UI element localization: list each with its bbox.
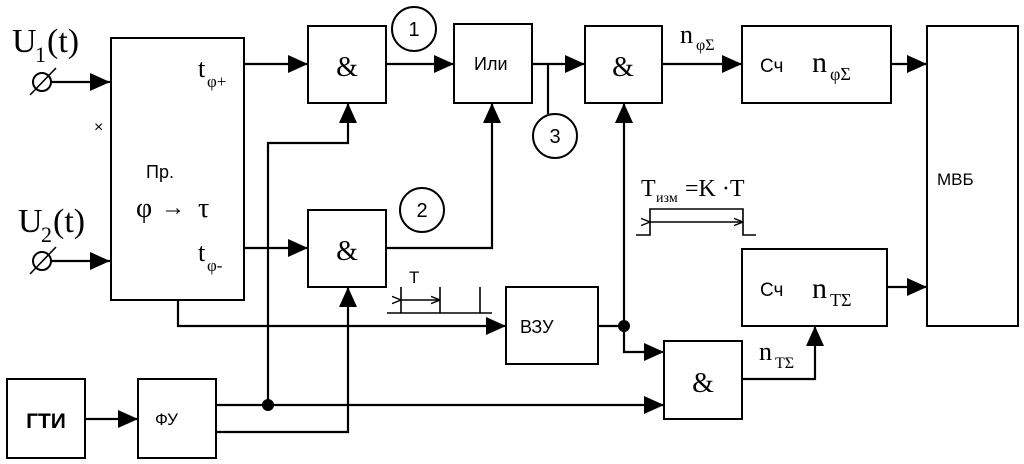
counter-t-sub: TΣ	[830, 290, 851, 310]
input-u1-arg: (t)	[47, 23, 79, 60]
period-marker: T	[387, 268, 492, 314]
counter-t-label: Сч	[760, 280, 783, 301]
and-gate-4-box	[663, 340, 743, 420]
marker-3-label: 3	[549, 126, 560, 148]
counter-phi-sub: φΣ	[830, 64, 851, 84]
mvb-block: МВБ	[926, 25, 1019, 327]
label-n-t-sub: TΣ	[775, 355, 794, 372]
converter-out-minus-t: t	[198, 238, 206, 267]
input-u2-letter: U	[18, 203, 43, 240]
wires	[85, 55, 927, 434]
converter-out-minus-sub: φ-	[207, 256, 223, 275]
counter-t-n: n	[812, 272, 827, 305]
and-gate-1-symbol: &	[336, 52, 358, 83]
converter-arrow: →	[161, 195, 185, 221]
counter-t-block: Сч n TΣ	[741, 248, 888, 327]
wire-and2-to-or	[386, 103, 501, 250]
mvb-label: МВБ	[937, 170, 974, 189]
wire-fu-to-and1	[266, 103, 357, 405]
marker-1: 1	[391, 6, 437, 52]
marker-3-circle	[532, 113, 578, 159]
fu-label: ФУ	[155, 410, 178, 429]
input-u1-sub: 1	[35, 42, 46, 67]
input-u1-letter: U	[12, 23, 37, 60]
period-label: T	[409, 268, 419, 287]
input-u1: U 1 (t)	[12, 23, 110, 96]
marker-1-circle	[391, 6, 437, 52]
mvb-box	[926, 25, 1019, 327]
marker-1-label: 1	[408, 19, 419, 41]
converter-side-mark: ×	[94, 119, 103, 136]
counter-phi-box	[741, 25, 892, 104]
input-u1-terminal-slash	[29, 67, 57, 96]
label-n-phi-n: n	[680, 20, 693, 49]
converter-tau: τ	[198, 193, 209, 224]
converter-out-plus-t: t	[198, 54, 206, 83]
marker-2-circle	[399, 187, 445, 233]
label-n-t-n: n	[759, 337, 772, 366]
gti-label: ГТИ	[26, 410, 66, 433]
counter-phi-label: Сч	[760, 56, 783, 77]
or-gate-label: Или	[474, 54, 508, 74]
marker-3: 3	[532, 113, 578, 159]
gti-box	[6, 378, 86, 459]
junction-fu	[262, 399, 274, 411]
gti-block: ГТИ	[6, 378, 86, 459]
label-n-t: n TΣ	[759, 337, 794, 372]
wire-converter-to-vzu	[176, 300, 506, 335]
measure-t: T	[641, 176, 656, 202]
measurement-interval: T изм =K ·T	[636, 176, 756, 236]
wire-fu-to-and2	[216, 287, 357, 434]
and-gate-1: &	[307, 25, 387, 104]
counter-phi-n: n	[812, 46, 827, 79]
or-gate: Или	[453, 23, 533, 104]
measure-pulse	[636, 208, 756, 236]
and-gate-4-symbol: &	[692, 368, 714, 399]
measure-rest: =K ·T	[685, 176, 745, 202]
measure-sub: изм	[656, 191, 678, 206]
label-n-phi: n φΣ	[680, 20, 715, 54]
marker-2: 2	[399, 187, 445, 233]
input-u2-sub: 2	[41, 222, 52, 247]
and-gate-3-symbol: &	[612, 52, 634, 83]
vzu-block: ВЗУ	[505, 286, 599, 365]
wire-vzu-to-and4	[622, 326, 664, 361]
and-gate-3: &	[584, 25, 663, 104]
converter-box	[110, 37, 245, 301]
junction-vzu	[618, 320, 630, 332]
input-u2-arg: (t)	[53, 203, 85, 240]
and-gate-4: &	[663, 340, 743, 420]
wire-and4-to-counter-t	[742, 326, 824, 381]
input-u2: U 2 (t)	[18, 203, 110, 275]
counter-phi-block: Сч n φΣ	[741, 25, 892, 104]
converter-out-plus-sub: φ+	[207, 72, 226, 91]
marker-2-label: 2	[416, 200, 427, 222]
vzu-label: ВЗУ	[520, 317, 554, 337]
fu-block: ФУ	[137, 378, 217, 459]
converter-title: Пр.	[146, 162, 174, 182]
input-u2-terminal-slash	[29, 246, 57, 275]
fu-box	[137, 378, 217, 459]
converter-phi: φ	[136, 193, 152, 224]
label-n-phi-sub: φΣ	[696, 37, 715, 54]
and-gate-2-symbol: &	[336, 236, 358, 267]
converter-block: × Пр. φ → τ t φ+ t φ-	[94, 37, 245, 301]
and-gate-2: &	[307, 209, 387, 288]
